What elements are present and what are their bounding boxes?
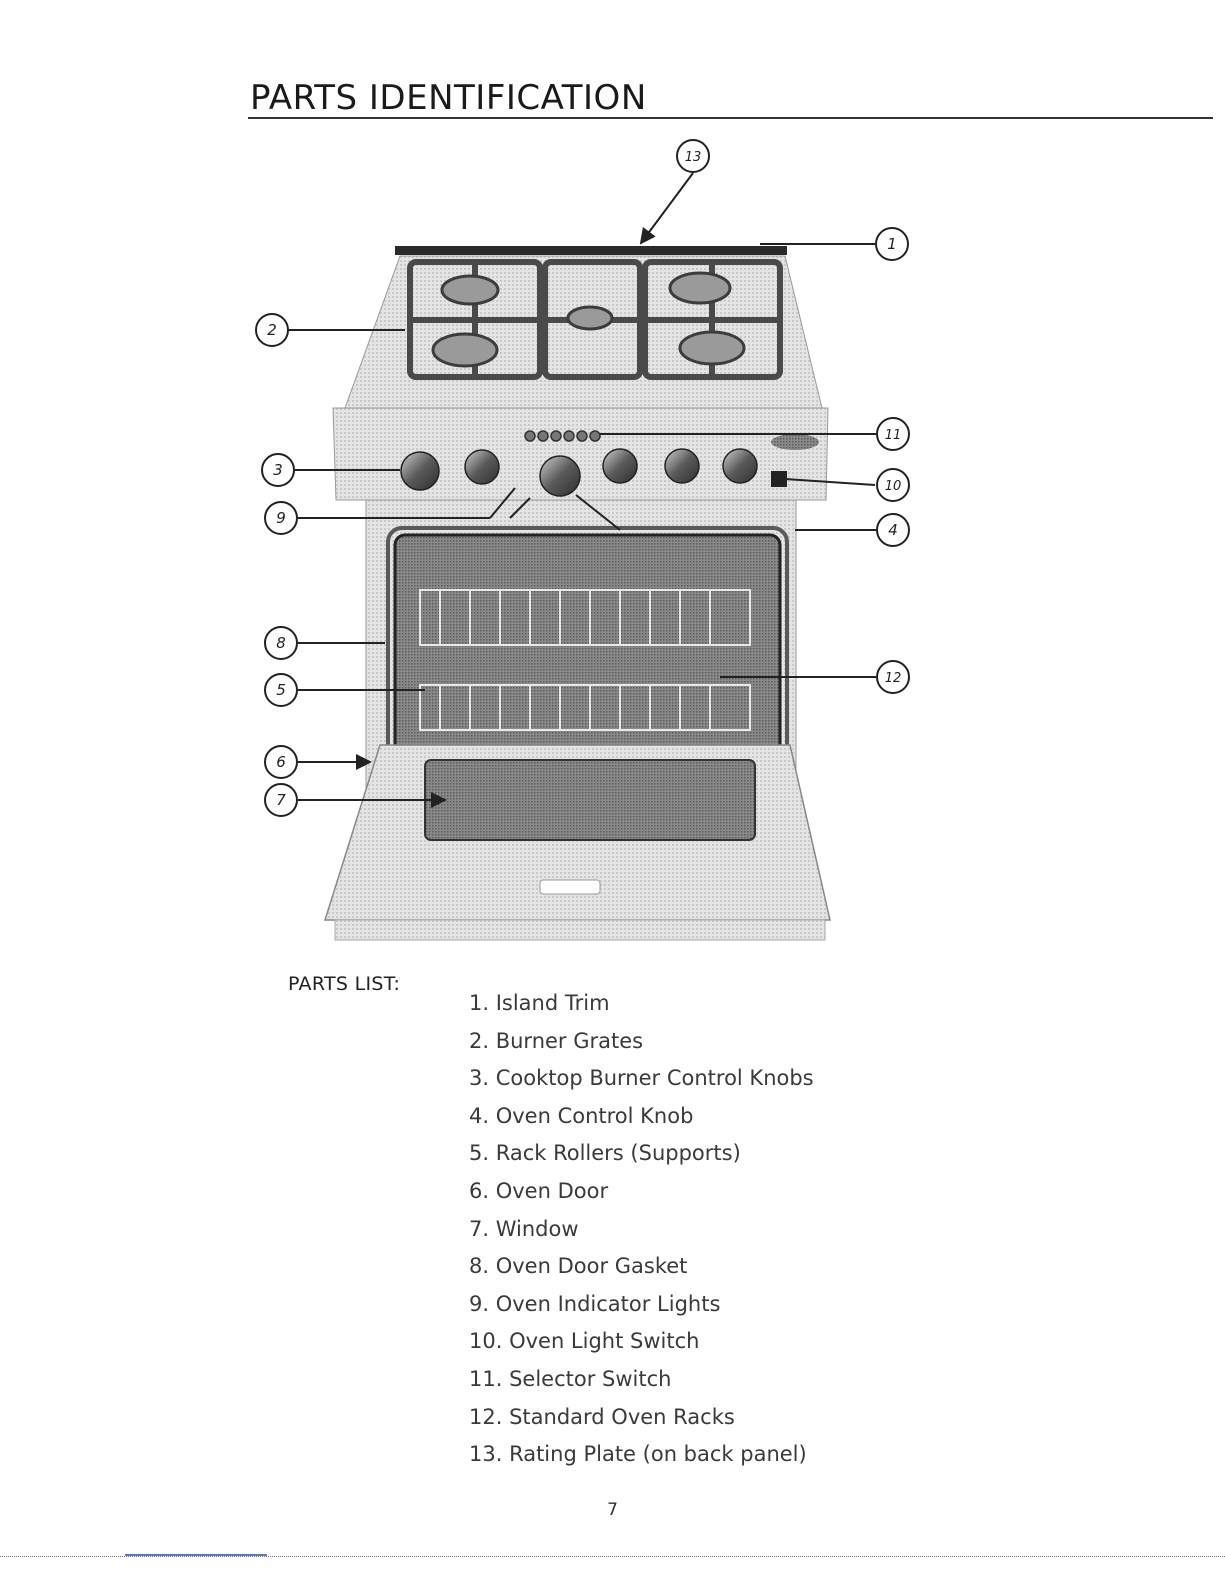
island-trim [395, 246, 787, 255]
parts-list-item: 1. Island Trim [469, 991, 610, 1015]
indicator-lights [524, 430, 601, 442]
parts-list-item: 13. Rating Plate (on back panel) [469, 1442, 807, 1467]
callouts [255, 139, 910, 817]
parts-list: 1. Island Trim 2. Burner Grates 3. Cookt… [469, 990, 814, 1479]
callout-10 [876, 468, 910, 502]
control-panel [332, 407, 829, 501]
callout-labels: 1 2 3 4 5 6 7 8 9 10 11 12 13 [267, 150, 901, 809]
parts-list-item: 11. Selector Switch [469, 1366, 672, 1391]
parts-list-item: 3. Cooktop Burner Control Knobs [469, 1066, 814, 1091]
leader-lines [288, 172, 876, 808]
oven-window [424, 759, 756, 841]
callout-7 [264, 783, 298, 817]
parts-list-item: 4. Oven Control Knob [469, 1103, 694, 1128]
callout-6 [264, 745, 298, 779]
callout-9 [264, 501, 298, 535]
callout-label-7: 7 [276, 791, 286, 809]
callout-label-10: 10 [885, 479, 902, 494]
callout-label-11: 11 [885, 428, 902, 443]
callout-label-2: 2 [267, 321, 277, 339]
footer-accent [125, 1554, 267, 1556]
callout-13 [676, 139, 710, 173]
callout-label-6: 6 [276, 753, 286, 771]
callout-label-1: 1 [887, 235, 897, 253]
range-base [334, 919, 826, 941]
callout-label-3: 3 [273, 461, 283, 479]
parts-list-item: 6. Oven Door [469, 1178, 609, 1203]
parts-list-item: 8. Oven Door Gasket [469, 1254, 688, 1279]
callout-12 [876, 660, 910, 694]
callout-label-5: 5 [276, 681, 286, 699]
parts-list-heading: PARTS LIST: [288, 973, 401, 995]
oven-racks [419, 589, 751, 731]
parts-list-item: 10. Oven Light Switch [469, 1329, 700, 1354]
oven-light-switch [771, 471, 787, 487]
parts-list-item: 12. Standard Oven Racks [469, 1404, 735, 1429]
brand-badge [771, 434, 819, 450]
parts-list-item: 2. Burner Grates [469, 1028, 644, 1053]
callout-1 [875, 227, 909, 261]
callout-3 [261, 453, 295, 487]
control-knobs [400, 448, 758, 497]
footer-rule [0, 1556, 1225, 1557]
door-handle-badge [539, 879, 601, 895]
callout-2 [255, 313, 289, 347]
parts-list-item: 5. Rack Rollers (Supports) [469, 1141, 741, 1166]
range-illustration: 1 2 3 4 5 6 7 8 9 10 11 12 13 [255, 139, 910, 941]
parts-list-item: 9. Oven Indicator Lights [469, 1291, 721, 1316]
page-title: PARTS IDENTIFICATION [250, 78, 647, 118]
title-underline [248, 117, 1213, 119]
cooktop-surface [344, 255, 823, 409]
callout-5 [264, 673, 298, 707]
callout-label-12: 12 [885, 671, 902, 686]
callout-11 [876, 417, 910, 451]
callout-label-9: 9 [276, 509, 286, 527]
callout-8 [264, 626, 298, 660]
callout-4 [876, 513, 910, 547]
callout-label-13: 13 [685, 150, 702, 165]
callout-label-8: 8 [276, 634, 286, 652]
parts-list-item: 7. Window [469, 1216, 579, 1241]
page-number: 7 [607, 1500, 618, 1520]
callout-label-4: 4 [888, 521, 898, 539]
burner-caps [431, 271, 746, 368]
